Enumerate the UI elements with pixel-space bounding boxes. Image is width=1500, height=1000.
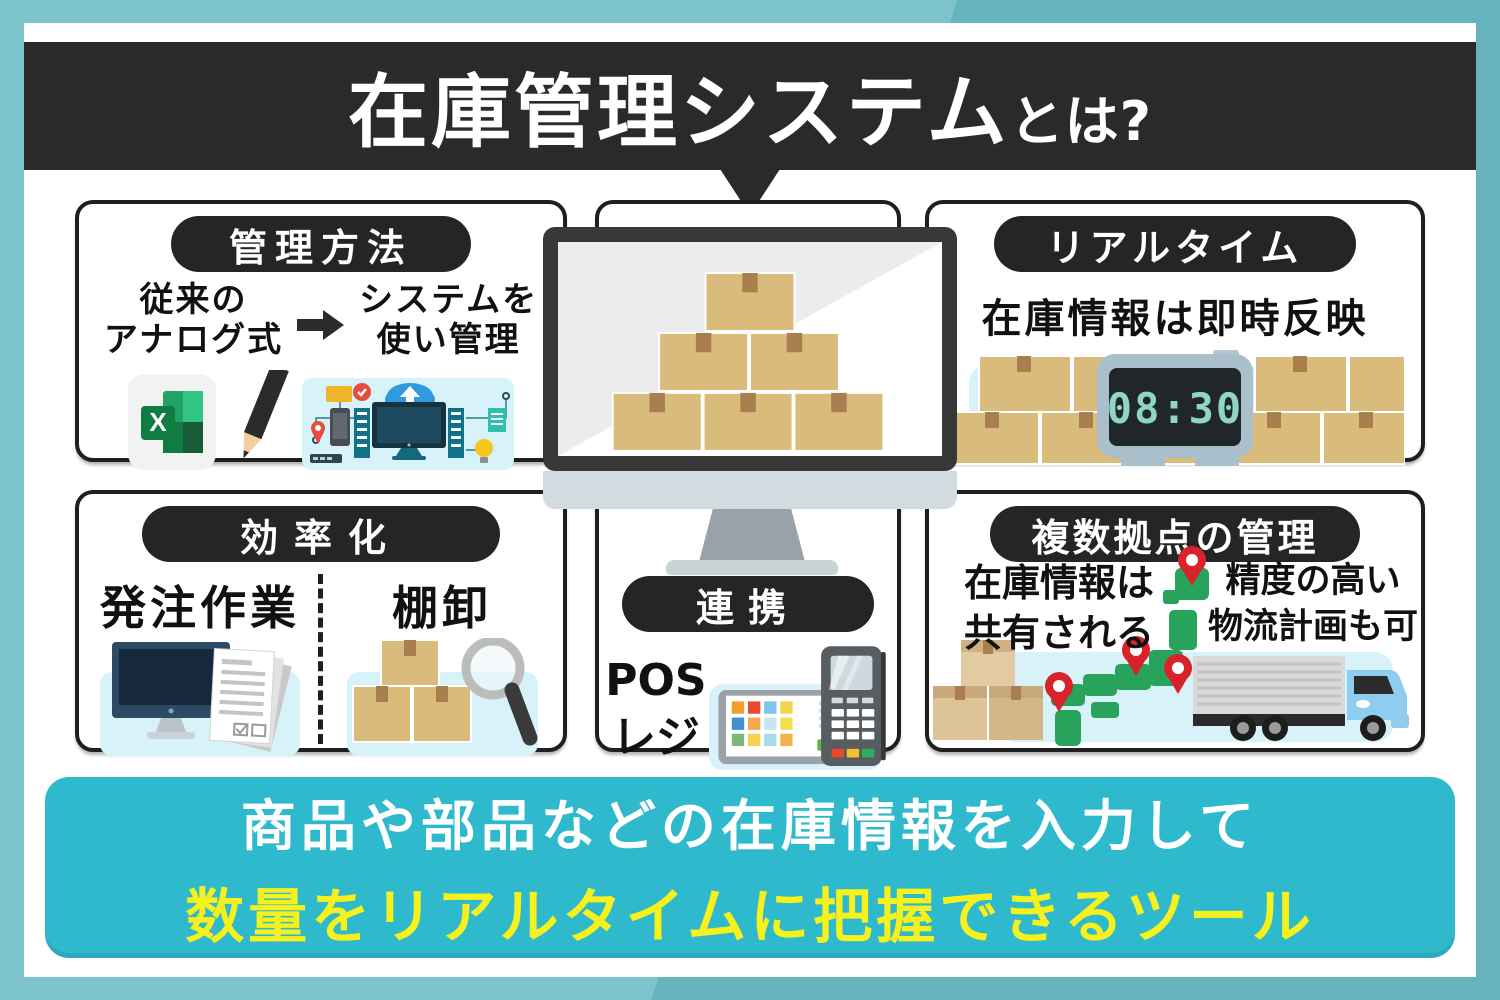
monitor-bezel bbox=[543, 471, 957, 509]
system-network-illustration bbox=[302, 378, 514, 471]
desktop-monitor-icon bbox=[111, 642, 230, 739]
panel-efficiency: 効率化 発注作業 bbox=[75, 490, 567, 756]
lightbulb-icon bbox=[475, 439, 493, 464]
truck-cab bbox=[1347, 670, 1409, 728]
analog-method-label: 従来の アナログ式 bbox=[104, 280, 283, 360]
server-rack-left bbox=[354, 408, 370, 459]
summary-banner: 商品や部品などの在庫情報を入力して 数量をリアルタイムに把握できるツール bbox=[45, 777, 1455, 958]
management-badge: 管理方法 bbox=[171, 216, 471, 272]
logistics-line2: 物流計画も可 bbox=[1207, 607, 1418, 648]
shared-info-line2: 共有される bbox=[963, 611, 1154, 656]
efficiency-badge: 効率化 bbox=[142, 506, 500, 562]
page-title-suffix: とは? bbox=[1009, 90, 1152, 153]
integration-badge: 連携 bbox=[622, 576, 874, 632]
excel-icon: X bbox=[128, 374, 216, 471]
monitor-stand-neck bbox=[699, 509, 805, 562]
summary-line2: 数量をリアルタイムに把握できるツール bbox=[185, 882, 1315, 951]
svg-text:08:30: 08:30 bbox=[1107, 384, 1243, 433]
magnifier-icon bbox=[461, 638, 537, 746]
analog-line2: アナログ式 bbox=[103, 320, 284, 361]
server-rack-right bbox=[448, 408, 464, 459]
multisite-badge: 複数拠点の管理 bbox=[990, 506, 1360, 562]
pos-screen-grid bbox=[731, 701, 793, 747]
router-icon bbox=[310, 454, 342, 464]
page-title: 在庫管理システムとは? bbox=[348, 48, 1152, 164]
warehouse-boxes-icon bbox=[933, 640, 1043, 740]
ordering-label: 発注作業 bbox=[100, 581, 300, 635]
right-arrow-icon bbox=[297, 310, 345, 340]
pos-register-row: POS レジ bbox=[605, 642, 897, 776]
ordering-column: 発注作業 bbox=[79, 566, 321, 758]
logistics-plan-label: 精度の高い 物流計画も可 bbox=[1205, 558, 1421, 650]
folder-icon bbox=[326, 386, 352, 403]
realtime-caption: 在庫情報は即時反映 bbox=[981, 296, 1369, 342]
system-line1: システムを bbox=[359, 280, 539, 320]
efficiency-body: 発注作業 bbox=[79, 566, 563, 758]
digital-clock-icon: 08:30 bbox=[1097, 350, 1253, 466]
stocktake-icon bbox=[346, 638, 538, 756]
card-terminal bbox=[820, 646, 886, 767]
stacked-boxes-icon bbox=[611, 272, 885, 452]
central-monitor-icon bbox=[543, 227, 957, 471]
pencil-icon bbox=[243, 370, 289, 459]
monitor-screen bbox=[558, 242, 942, 456]
panel-multisite: 複数拠点の管理 在庫情報は 共有される 精度の高い 物流計画も可 bbox=[925, 490, 1425, 752]
page-title-main: 在庫管理システム bbox=[348, 66, 1010, 159]
japan-map-icon bbox=[1045, 546, 1209, 746]
stocktake-column: 棚卸 bbox=[321, 566, 563, 758]
truck-icon bbox=[1193, 656, 1409, 741]
system-method-label: システムを 使い管理 bbox=[359, 280, 538, 360]
location-pin-icon bbox=[1045, 546, 1206, 712]
pos-label-line2: レジ bbox=[611, 712, 700, 763]
map-pin-small-icon bbox=[311, 421, 325, 445]
shared-info-label: 在庫情報は 共有される bbox=[949, 558, 1169, 658]
system-line2: 使い管理 bbox=[376, 320, 521, 361]
pos-terminal-icon bbox=[708, 646, 886, 770]
logistics-line1: 精度の高い bbox=[1225, 561, 1401, 601]
order-work-icon bbox=[99, 642, 300, 756]
desktop-icon bbox=[372, 402, 446, 461]
pos-register-label: POS レジ bbox=[605, 652, 707, 766]
monitor-stand-base bbox=[666, 560, 838, 575]
management-icons-row: X bbox=[79, 370, 563, 471]
header-bar: 在庫管理システムとは? bbox=[24, 42, 1476, 170]
clock-with-boxes-illustration: 08:30 bbox=[946, 350, 1405, 466]
documents-icon bbox=[208, 647, 292, 752]
document-icon bbox=[488, 408, 506, 433]
shared-info-line1: 在庫情報は bbox=[963, 561, 1154, 605]
panel-realtime: リアルタイム 在庫情報は即時反映 08:30 bbox=[925, 200, 1425, 466]
analog-line1: 従来の bbox=[139, 280, 248, 320]
management-transition-row: 従来の アナログ式 システムを 使い管理 bbox=[79, 280, 563, 360]
realtime-badge: リアルタイム bbox=[994, 216, 1356, 272]
truck-wheels bbox=[1230, 715, 1386, 741]
pos-label-line1: POS bbox=[605, 654, 707, 706]
summary-line1: 商品や部品などの在庫情報を入力して bbox=[240, 794, 1260, 858]
svg-text:X: X bbox=[149, 407, 167, 437]
dashed-divider bbox=[318, 574, 323, 744]
panel-management-method: 管理方法 従来の アナログ式 システムを 使い管理 bbox=[75, 200, 567, 471]
stocktake-label: 棚卸 bbox=[392, 581, 492, 635]
